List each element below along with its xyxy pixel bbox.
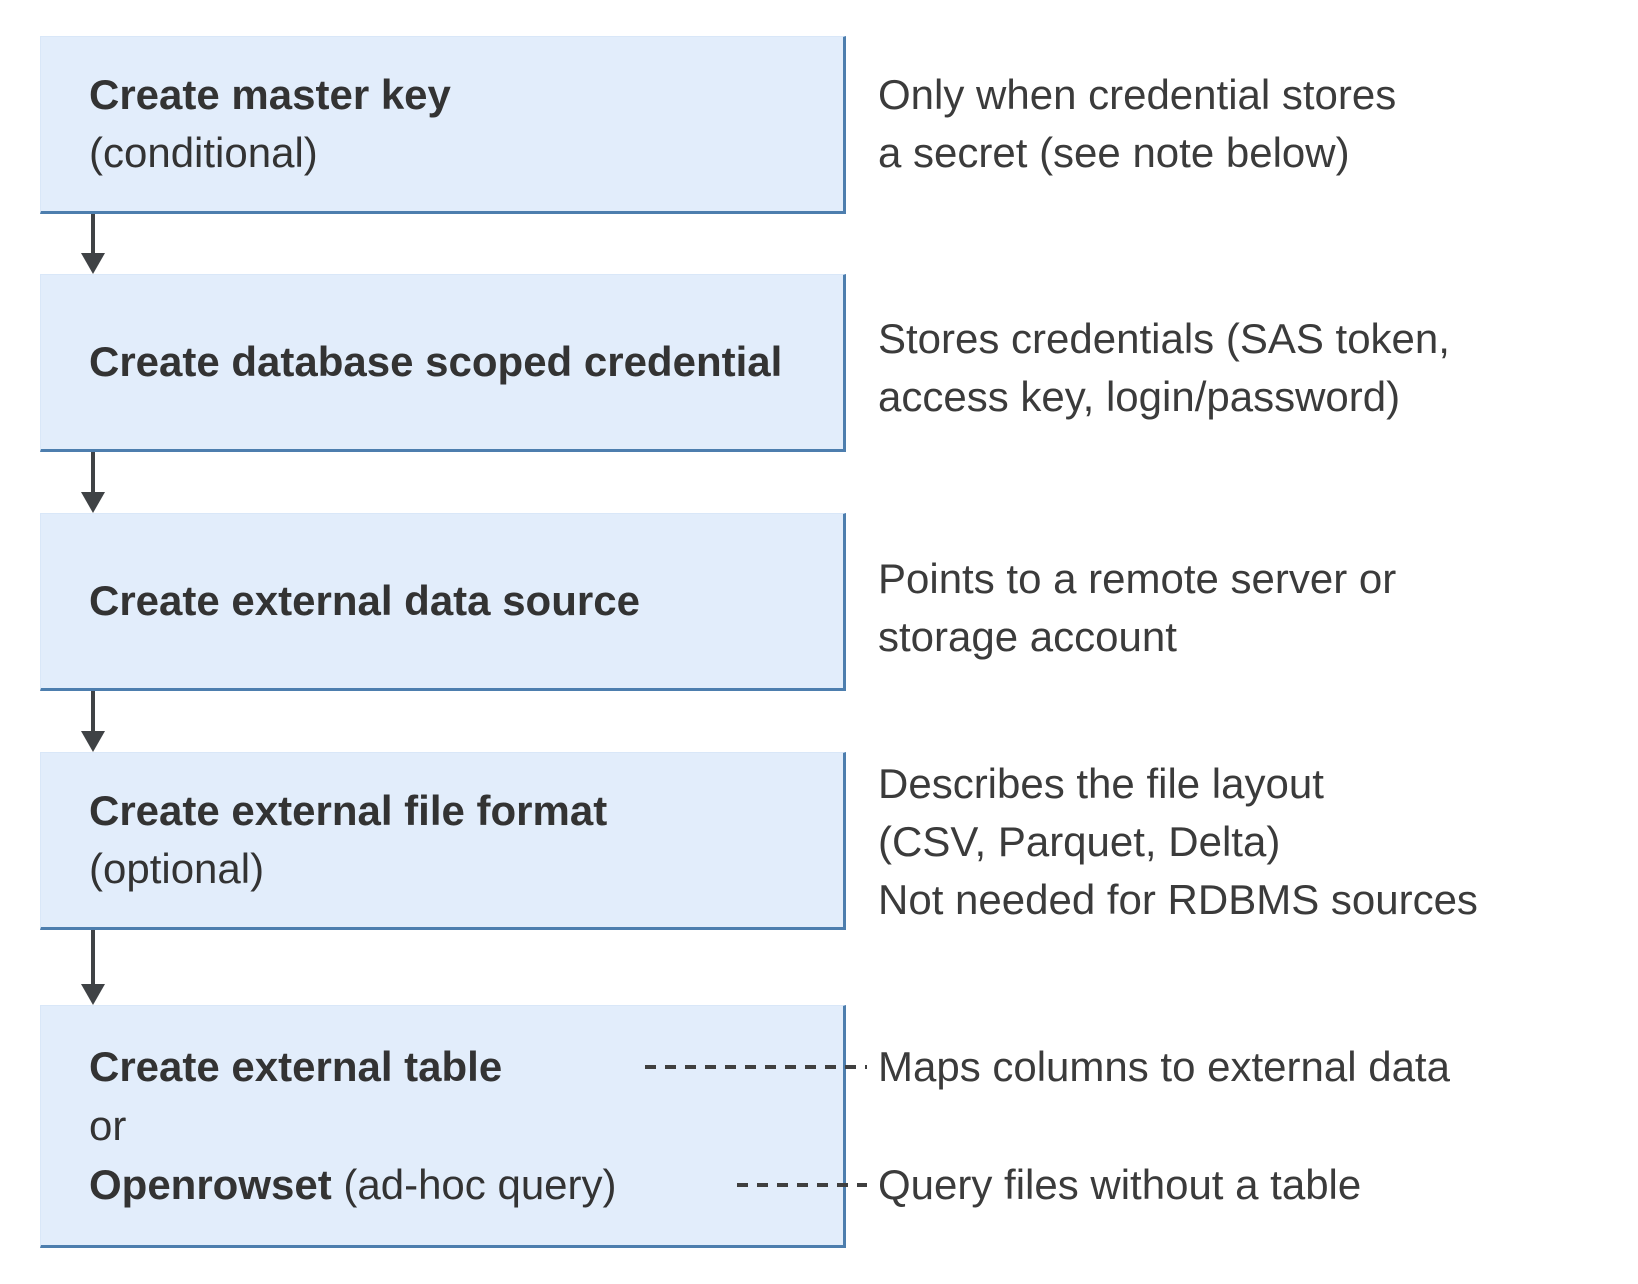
annotation-line: Maps columns to external data — [878, 1043, 1450, 1090]
down-arrow-icon — [80, 691, 105, 752]
annotation-line: Describes the file layout — [878, 760, 1324, 807]
annotation-line: Only when credential stores — [878, 71, 1397, 118]
arrow-shaft — [90, 691, 95, 731]
flow-box-create-database-scoped-credential: Create database scoped credential — [40, 274, 846, 452]
arrow-head — [80, 731, 105, 752]
flow-box-create-master-key: Create master key (conditional) — [40, 36, 846, 214]
box-title: Create external data source — [89, 577, 640, 624]
box-title: Create master key — [89, 71, 451, 118]
arrow-shaft — [90, 214, 95, 253]
annotation-external-table: Maps columns to external data — [878, 1038, 1450, 1096]
down-arrow-icon — [80, 930, 105, 1005]
flow-box-create-external-table-or-openrowset: Create external table or Openrowset (ad-… — [40, 1005, 846, 1248]
flow-box-create-external-file-format: Create external file format (optional) — [40, 752, 846, 930]
annotation-line: Query files without a table — [878, 1161, 1362, 1208]
arrow-shaft — [90, 930, 95, 984]
box-qualifier: (conditional) — [89, 129, 318, 176]
annotation-line: Stores credentials (SAS token, — [878, 315, 1450, 362]
annotation-line: access key, login/password) — [878, 373, 1401, 420]
annotation-line: (CSV, Parquet, Delta) — [878, 818, 1281, 865]
annotation-file-format: Describes the file layout (CSV, Parquet,… — [878, 755, 1478, 929]
arrow-head — [80, 253, 105, 274]
box-title: Create external file format — [89, 787, 608, 834]
annotation-line: Points to a remote server or — [878, 555, 1397, 602]
annotation-data-source: Points to a remote server or storage acc… — [878, 550, 1396, 666]
box-openrowset-line: Openrowset (ad-hoc query) — [89, 1155, 823, 1214]
annotation-scoped-credential: Stores credentials (SAS token, access ke… — [878, 310, 1450, 426]
down-arrow-icon — [80, 214, 105, 274]
arrow-head — [80, 984, 105, 1005]
annotation-line: a secret (see note below) — [878, 129, 1350, 176]
box-title: Create external table — [89, 1043, 503, 1090]
dashed-connector-external-table — [645, 1065, 867, 1069]
dashed-connector-openrowset — [737, 1183, 867, 1187]
annotation-master-key: Only when credential stores a secret (se… — [878, 66, 1396, 182]
down-arrow-icon — [80, 452, 105, 513]
flow-box-create-external-data-source: Create external data source — [40, 513, 846, 691]
box-title: Openrowset — [89, 1161, 332, 1208]
box-title: Create database scoped credential — [89, 338, 783, 385]
box-qualifier: (optional) — [89, 845, 265, 892]
annotation-openrowset: Query files without a table — [878, 1156, 1361, 1214]
box-or-text: or — [89, 1102, 127, 1149]
arrow-head — [80, 492, 105, 513]
arrow-shaft — [90, 452, 95, 492]
annotation-line: Not needed for RDBMS sources — [878, 876, 1478, 923]
box-qualifier: (ad-hoc query) — [331, 1161, 617, 1208]
annotation-line: storage account — [878, 613, 1177, 660]
